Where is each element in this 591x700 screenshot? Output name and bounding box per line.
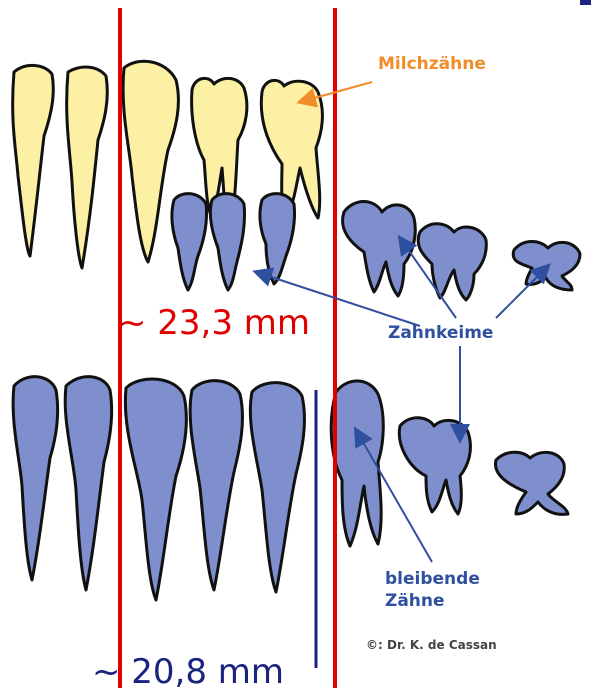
permanent-teeth-row [13,377,568,600]
corner-accent [580,0,591,5]
arrow-germ-3 [496,266,548,318]
perm-premolar-1 [190,381,242,590]
germ-3 [260,194,295,284]
perm-premolar-2 [250,383,304,592]
measure-bottom-label: ~ 20,8 mm [92,652,284,692]
perm-incisor-2 [65,377,111,590]
copyright-label: ©: Dr. K. de Cassan [366,638,497,652]
milk-canine [123,61,178,262]
germ-2 [210,194,244,290]
germ-molar-3 [513,242,580,291]
germ-molar-1 [343,202,416,297]
perm-molar-3 [495,452,568,514]
perm-incisor-1 [13,377,58,580]
milk-incisor-1 [13,65,54,256]
permanent-label-line1: bleibende [385,568,480,590]
permanent-teeth-label: bleibende Zähne [385,568,480,612]
perm-canine [125,379,186,600]
permanent-label-line2: Zähne [385,590,480,612]
measure-top-label: ~ 23,3 mm [118,303,310,343]
germ-1 [172,194,207,290]
milk-incisor-2 [67,67,108,268]
milk-teeth-label: Milchzähne [378,54,486,74]
germ-molar-2 [418,224,486,300]
germs-row [172,194,580,300]
tooth-germs-label: Zahnkeime [388,323,493,343]
